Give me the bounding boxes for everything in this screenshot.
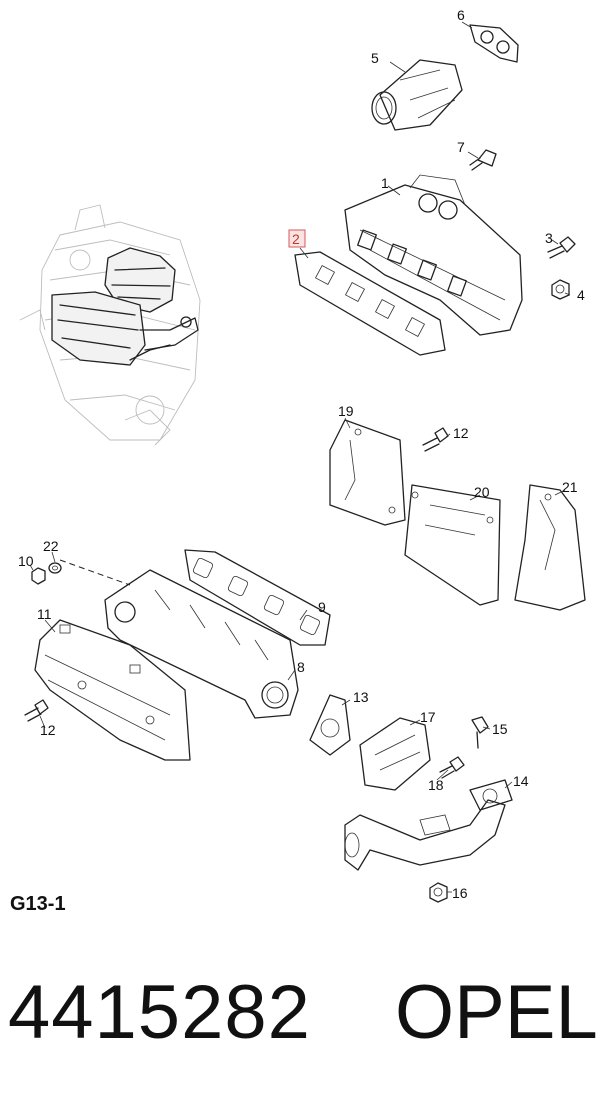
part-12-bolt-lower xyxy=(24,699,49,722)
callout-6: 6 xyxy=(457,7,465,23)
callout-14: 14 xyxy=(513,773,529,789)
part-19-heat-shield xyxy=(329,419,406,526)
part-1-intake-manifold xyxy=(344,174,523,336)
part-11-heat-cover xyxy=(34,619,191,761)
part-3-bolt xyxy=(547,236,576,259)
callout-2-highlighted: 2 xyxy=(288,229,306,248)
diagram-code: G13-1 xyxy=(10,893,66,915)
reference-dashed-line xyxy=(59,559,131,586)
callout-7: 7 xyxy=(457,139,465,155)
part-16-nut xyxy=(429,882,448,903)
callout-12-upper: 12 xyxy=(453,425,469,441)
part-12-bolt-upper xyxy=(422,427,449,452)
callout-21: 21 xyxy=(562,479,578,495)
part-9-exhaust-gasket xyxy=(184,549,331,646)
callout-15: 15 xyxy=(492,721,508,737)
part-6-gasket xyxy=(469,24,519,63)
leader-lines xyxy=(29,21,571,893)
part-17-bracket xyxy=(359,717,431,791)
part-8-exhaust-manifold xyxy=(104,569,299,719)
callout-16: 16 xyxy=(452,885,468,901)
part-14-exhaust-pipe xyxy=(344,779,513,871)
callout-18: 18 xyxy=(428,777,444,793)
part-18-bolt xyxy=(439,756,465,779)
callout-9: 9 xyxy=(318,599,326,615)
callout-22: 22 xyxy=(43,538,59,554)
callout-19: 19 xyxy=(338,403,354,419)
callout-4: 4 xyxy=(577,287,585,303)
part-7-bolt xyxy=(469,149,497,171)
part-15-bolt xyxy=(471,716,489,749)
part-22-washer xyxy=(48,562,62,574)
part-number: 4415282 xyxy=(8,970,311,1055)
callout-10: 10 xyxy=(18,553,34,569)
callout-11: 11 xyxy=(37,606,52,622)
part-21-bracket-shield xyxy=(514,484,586,611)
callout-20: 20 xyxy=(474,484,490,500)
callout-17: 17 xyxy=(420,709,436,725)
callout-2: 2 xyxy=(292,231,300,247)
engine-overview-illustration xyxy=(19,204,201,446)
brand-name: OPEL xyxy=(395,970,598,1055)
callout-5: 5 xyxy=(371,50,379,66)
callout-8: 8 xyxy=(297,659,305,675)
part-4-nut xyxy=(551,279,570,300)
parts-exploded-diagram: 6 5 7 1 2 3 4 19 12 20 21 22 10 9 11 8 1… xyxy=(18,7,586,903)
part-2-intake-gasket xyxy=(294,251,446,356)
part-20-heat-shield-plate xyxy=(404,484,501,606)
callout-13: 13 xyxy=(353,689,369,705)
part-10-nut xyxy=(31,567,46,585)
callout-labels: 6 5 7 1 2 3 4 19 12 20 21 22 10 9 11 8 1… xyxy=(18,7,585,901)
callout-1: 1 xyxy=(381,175,389,191)
callout-3: 3 xyxy=(545,230,553,246)
part-5-housing xyxy=(371,59,463,131)
part-13-flange-gasket xyxy=(309,694,351,756)
callout-12-lower: 12 xyxy=(40,722,56,738)
